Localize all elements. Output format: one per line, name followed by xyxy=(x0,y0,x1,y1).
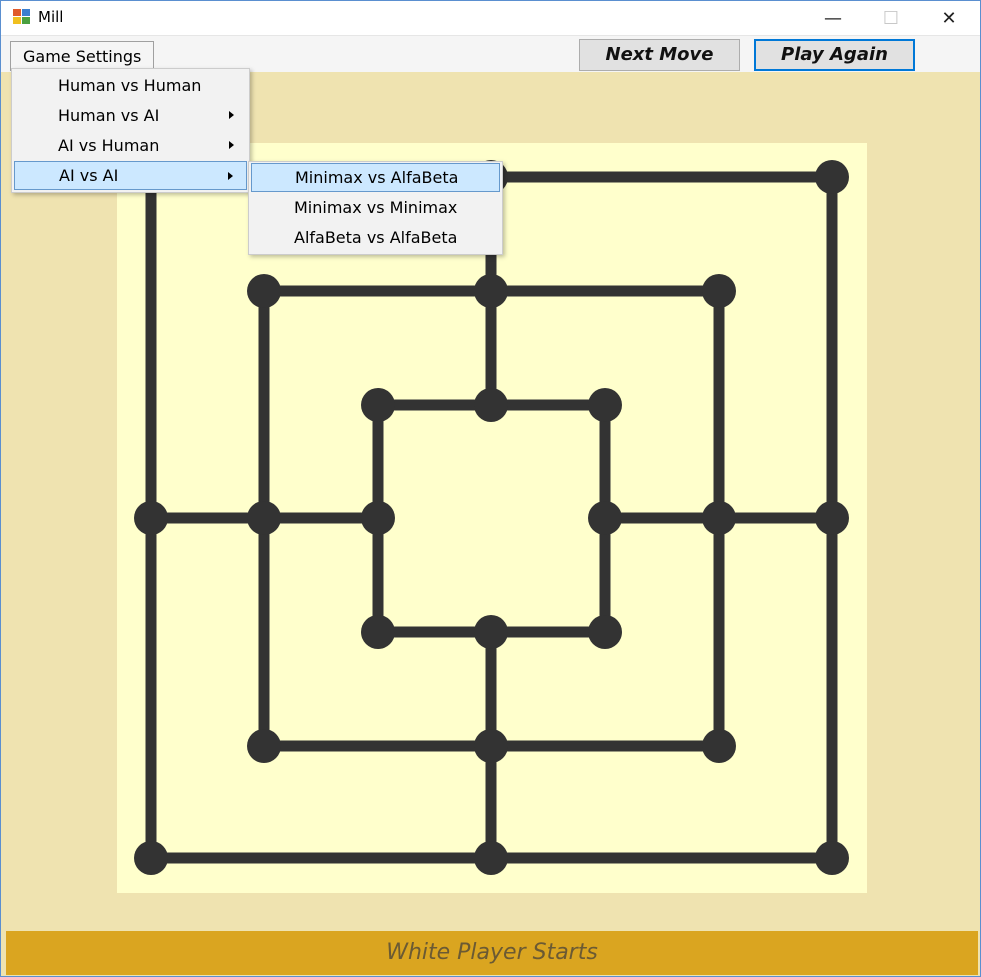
menu-item-ai-vs-ai[interactable]: AI vs AI xyxy=(14,161,247,190)
board-point[interactable] xyxy=(815,841,849,875)
menu-bar: Game Settings Next Move Play Again xyxy=(1,35,980,72)
board-point[interactable] xyxy=(134,841,168,875)
board-point[interactable] xyxy=(474,388,508,422)
board-point[interactable] xyxy=(361,388,395,422)
board-point[interactable] xyxy=(702,274,736,308)
board-point[interactable] xyxy=(815,160,849,194)
menu-item-label: AI vs Human xyxy=(58,136,160,155)
menu-item-label: Minimax vs AlfaBeta xyxy=(295,168,459,187)
board-point[interactable] xyxy=(474,615,508,649)
board-point[interactable] xyxy=(247,501,281,535)
menu-item-label: AlfaBeta vs AlfaBeta xyxy=(294,228,458,247)
minimize-icon[interactable]: — xyxy=(824,7,842,29)
status-text: White Player Starts xyxy=(386,940,598,965)
menu-item-label: Human vs Human xyxy=(58,76,202,95)
menu-item-human-vs-human[interactable]: Human vs Human xyxy=(14,71,247,100)
menu-item-human-vs-ai[interactable]: Human vs AI xyxy=(14,101,247,130)
menu-item-label: AI vs AI xyxy=(59,166,119,185)
board-point[interactable] xyxy=(474,274,508,308)
maximize-icon[interactable]: ☐ xyxy=(882,7,900,29)
window-title: Mill xyxy=(38,8,64,26)
game-settings-dropdown: Human vs Human Human vs AI AI vs Human A… xyxy=(11,68,250,193)
game-settings-menu[interactable]: Game Settings xyxy=(10,41,155,71)
submenu-arrow-icon xyxy=(228,172,233,180)
board-point[interactable] xyxy=(247,274,281,308)
board-point[interactable] xyxy=(474,729,508,763)
next-move-button[interactable]: Next Move xyxy=(579,39,740,71)
board-point[interactable] xyxy=(474,841,508,875)
board-point[interactable] xyxy=(702,729,736,763)
close-icon[interactable]: ✕ xyxy=(941,7,957,29)
menu-item-minimax-vs-alfabeta[interactable]: Minimax vs AlfaBeta xyxy=(251,163,500,192)
board-point[interactable] xyxy=(815,501,849,535)
menu-item-alfabeta-vs-alfabeta[interactable]: AlfaBeta vs AlfaBeta xyxy=(251,223,500,252)
board-point[interactable] xyxy=(702,501,736,535)
app-icon xyxy=(13,9,30,24)
menu-item-minimax-vs-minimax[interactable]: Minimax vs Minimax xyxy=(251,193,500,222)
board-point[interactable] xyxy=(361,501,395,535)
menu-item-ai-vs-human[interactable]: AI vs Human xyxy=(14,131,247,160)
menu-item-label: Minimax vs Minimax xyxy=(294,198,458,217)
status-bar: White Player Starts xyxy=(6,931,978,975)
ai-vs-ai-submenu: Minimax vs AlfaBeta Minimax vs Minimax A… xyxy=(248,161,503,255)
title-bar[interactable]: Mill — ☐ ✕ xyxy=(1,1,980,35)
play-again-button[interactable]: Play Again xyxy=(754,39,915,71)
submenu-arrow-icon xyxy=(229,141,234,149)
board-point[interactable] xyxy=(134,501,168,535)
inner-square xyxy=(372,399,611,638)
board-point[interactable] xyxy=(588,501,622,535)
board-point[interactable] xyxy=(588,615,622,649)
menu-item-label: Human vs AI xyxy=(58,106,160,125)
board-point[interactable] xyxy=(361,615,395,649)
board-point[interactable] xyxy=(588,388,622,422)
submenu-arrow-icon xyxy=(229,111,234,119)
board-point[interactable] xyxy=(247,729,281,763)
